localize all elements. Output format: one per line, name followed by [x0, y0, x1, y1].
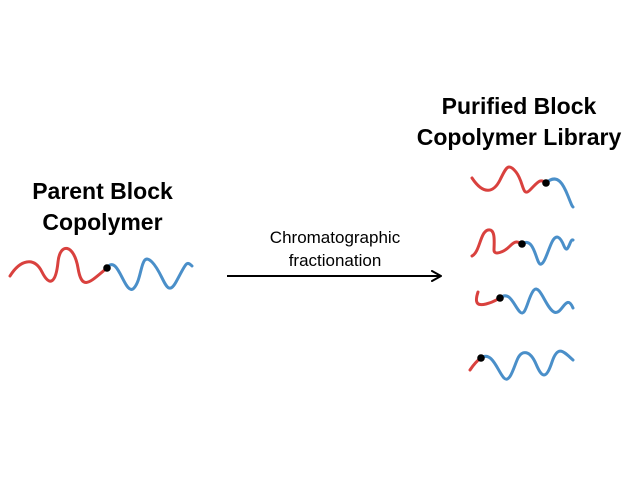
parent-red-block	[8, 247, 109, 284]
library-3-blue-block	[498, 287, 575, 315]
library-4-junction-dot	[477, 354, 485, 362]
library-title-line-1: Purified Block	[441, 93, 597, 119]
library-copolymer-3	[474, 287, 575, 315]
fractionation-label-line-1: Chromatographic	[269, 228, 401, 247]
parent-copolymer	[8, 247, 194, 291]
library-2-red-block	[470, 228, 524, 258]
parent-blue-block	[105, 257, 194, 291]
fractionation-label: Chromatographic fractionation	[230, 226, 440, 272]
parent-junction-dot	[103, 264, 111, 272]
library-1-blue-block	[544, 177, 575, 209]
parent-title-line-1: Parent Block	[32, 178, 173, 204]
fractionation-label-line-2: fractionation	[288, 251, 382, 270]
library-2-junction-dot	[518, 240, 526, 248]
library-3-junction-dot	[496, 294, 504, 302]
library-title-line-2: Copolymer Library	[416, 124, 622, 150]
purified-library-title: Purified Block Copolymer Library	[398, 91, 640, 153]
library-4-blue-block	[479, 349, 575, 381]
parent-block-copolymer-title: Parent Block Copolymer	[0, 176, 205, 238]
library-2-blue-block	[520, 235, 575, 266]
library-copolymer-4	[468, 349, 575, 381]
parent-title-line-2: Copolymer	[42, 209, 163, 235]
library-1-red-block	[470, 165, 548, 194]
library-copolymer-1	[470, 165, 575, 209]
library-1-junction-dot	[542, 179, 550, 187]
library-copolymer-2	[470, 228, 575, 266]
